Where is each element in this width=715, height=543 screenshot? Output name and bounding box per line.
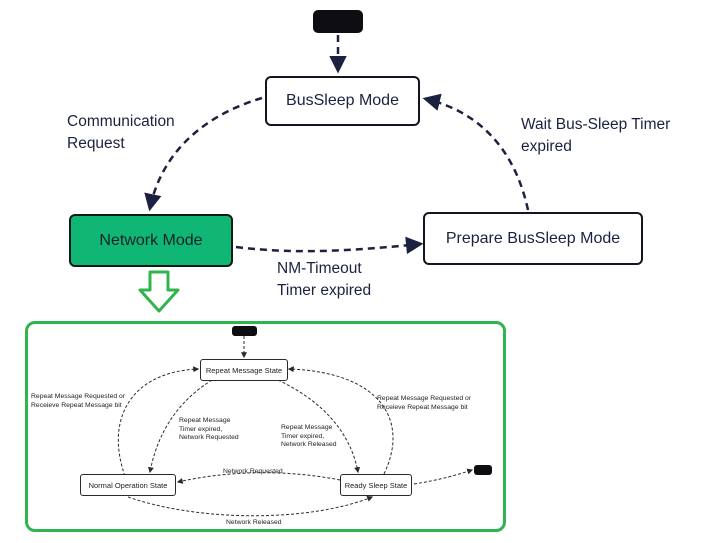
bussleep-mode-label: BusSleep Mode	[286, 92, 399, 109]
sub-arrow-ready-to-normal	[176, 472, 341, 484]
network-mode-label: Network Mode	[99, 231, 203, 249]
normal-operation-state: Normal Operation State	[80, 474, 176, 496]
network-mode-state: Network Mode	[69, 214, 233, 267]
repeat-message-state: Repeat Message State	[200, 359, 288, 381]
sub-end-marker	[474, 465, 492, 475]
wait-bus-sleep-timer-label: Wait Bus-Sleep Timer expired	[521, 116, 671, 155]
bussleep-mode-state: BusSleep Mode	[265, 76, 420, 126]
green-down-arrow	[138, 270, 180, 313]
sub-arrow-normal-to-repeat-outer	[117, 366, 200, 477]
communication-request-label: Communication Request	[67, 113, 175, 152]
ready-sleep-state: Ready Sleep State	[340, 474, 412, 496]
sub-label-network-requested: Network Requested	[223, 468, 283, 475]
sub-label-inner-left: Repeat Message Timer expired, Network Re…	[179, 417, 239, 441]
prepare-bussleep-mode-label: Prepare BusSleep Mode	[445, 229, 621, 247]
network-mode-substate-panel	[25, 321, 506, 532]
sub-arrow-repeat-to-ready-inner	[277, 379, 361, 474]
arrow-network-to-prepare	[235, 236, 424, 255]
start-marker	[313, 10, 363, 33]
sub-label-inner-right: Repeat Message Timer expired, Network Re…	[281, 424, 337, 448]
sub-start-marker	[232, 326, 257, 336]
sub-arrow-ready-to-end	[413, 468, 474, 485]
arrow-bussleep-to-network	[144, 96, 263, 212]
nm-timeout-label: NM-Timeout Timer expired	[277, 260, 372, 299]
sub-arrow-normal-to-ready	[127, 496, 374, 517]
sub-label-network-released: Network Released	[226, 519, 282, 526]
sub-arrow-repeat-to-normal-inner	[147, 379, 213, 474]
sub-label-left-outer: Repeat Message Requested or Receieve Rep…	[31, 393, 126, 409]
prepare-bussleep-mode-state: Prepare BusSleep Mode	[423, 212, 643, 265]
sub-label-right-outer: Repeat Message Requested or Receieve Rep…	[377, 395, 472, 411]
sub-arrow-ready-to-repeat-outer	[287, 366, 394, 475]
